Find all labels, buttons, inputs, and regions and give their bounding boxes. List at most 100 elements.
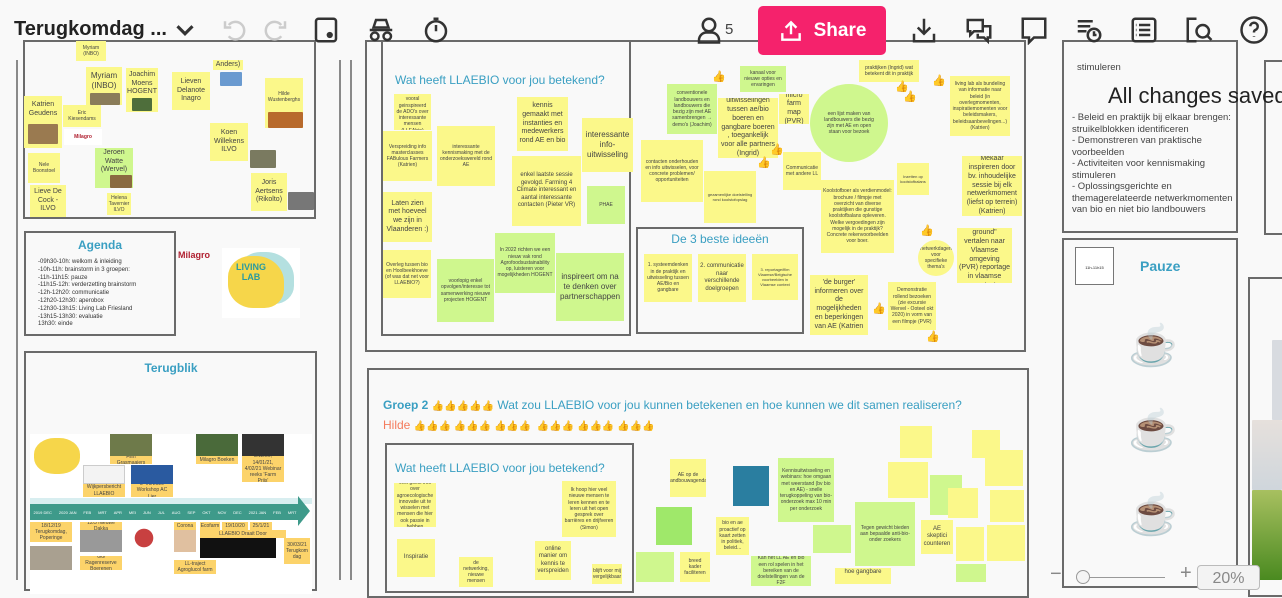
sticky-note[interactable]: praktijken (Ingrid) wat betekent dit in … <box>859 60 919 82</box>
sticky-note[interactable]: interessante kennismaking met de onderzo… <box>437 126 495 186</box>
sticky-note[interactable]: Eric Kiesendams <box>63 105 101 127</box>
sticky-note[interactable]: PHAE <box>587 186 625 224</box>
sticky-note[interactable] <box>956 527 984 561</box>
sticky-note[interactable]: Demonstratie rollend bezoeken (zie excur… <box>888 282 936 330</box>
undo-icon[interactable] <box>218 12 252 48</box>
sticky-note[interactable]: bio en ae proactief op kaart zetten in p… <box>716 517 749 555</box>
sticky-note[interactable]: kennis gemaakt met instanties en medewer… <box>517 97 568 151</box>
sticky-note[interactable]: 2. communicatie naar verschillende doelg… <box>698 254 746 302</box>
zoom-in-button[interactable]: + <box>1180 562 1192 584</box>
sticky-note[interactable]: Ik hoop hier veel nieuwe mensen te leren… <box>562 481 616 537</box>
comment-icon[interactable] <box>1017 12 1051 48</box>
sticky-note[interactable]: Communicatie met andere LL <box>783 152 821 190</box>
chevron-down-icon[interactable] <box>168 12 202 48</box>
sticky-note[interactable]: Mekaar inspireren door bv. inhoudelijke … <box>962 156 1022 216</box>
photo <box>242 434 284 456</box>
thumbs-up-icon: 👍 <box>770 144 784 156</box>
sticky-note-circle[interactable]: een lijst maken van landbouwers die bezi… <box>810 84 888 162</box>
sticky-note[interactable] <box>813 525 851 553</box>
sticky-note[interactable]: AE op de landbouwagenda <box>670 459 706 497</box>
sticky-note[interactable]: Inzetten op koolstofbalans <box>897 163 929 195</box>
sticky-note[interactable]: AE skeptici counteren <box>921 520 953 554</box>
sticky-note[interactable]: interessante info-uitwisseling <box>582 118 633 172</box>
best-ideas-frame[interactable]: De 3 beste ideeën 1. systeemdenken in de… <box>636 227 804 334</box>
terugblik-frame[interactable]: Terugblik Film Grasmaaiers Milagro Boeke… <box>24 351 317 594</box>
photo <box>131 465 173 484</box>
sticky-note[interactable]: living lab als bundeling van informatie … <box>950 76 1010 136</box>
sticky-note[interactable]: contacten onderhouden en info uitwissele… <box>641 140 703 202</box>
sticky-note[interactable] <box>636 552 674 582</box>
sticky-note[interactable]: uitwisselingen tussen ae/bio boeren en g… <box>718 98 778 158</box>
sticky-note[interactable]: Myriam (INBO) <box>76 41 106 61</box>
sticky-note[interactable]: Anders) <box>213 60 243 70</box>
zoom-slider-handle[interactable] <box>1076 570 1090 584</box>
sticky-note[interactable]: kanaal voor nieuwe opties en ervaringen <box>740 66 786 92</box>
users-icon[interactable] <box>692 12 726 48</box>
sticky-note[interactable]: micro farm map (PVR) <box>779 94 809 124</box>
card-icon[interactable] <box>309 12 343 48</box>
sticky-note[interactable]: online manier om kennis te verspreiden <box>535 541 571 580</box>
sticky-note[interactable]: Inspiratie <box>397 539 435 577</box>
list-icon[interactable] <box>1127 12 1161 48</box>
sticky-note[interactable]: Koolstofboer als verdienmodel: brochure … <box>821 180 894 253</box>
sticky-note[interactable] <box>987 525 1025 561</box>
zoom-level[interactable]: 20% <box>1197 565 1260 590</box>
search-icon[interactable] <box>1182 12 1216 48</box>
sticky-note-circle[interactable]: netwerkdagen voor specifieke thema's <box>918 240 954 276</box>
thumbs-up-icon: 👍👍👍👍👍 <box>431 401 494 412</box>
pauze-frame[interactable]: 11h-11h15 Pauze <box>1062 238 1238 588</box>
sticky-note[interactable]: conventionele landbouwers en landbouwers… <box>667 84 717 134</box>
goals-frame[interactable]: stimuleren - Beleid en praktijk bij elka… <box>1062 40 1238 233</box>
sticky-note[interactable] <box>990 490 1024 522</box>
sticky-note[interactable]: "Kiss the ground" vertalen naar Vlaamse … <box>957 228 1012 283</box>
zoom-slider[interactable] <box>1077 577 1165 578</box>
agenda-frame[interactable]: Agenda -09h30-10h: welkom & inleiding-10… <box>24 231 176 336</box>
sticky-note[interactable]: Koen Willekens ILVO <box>210 123 248 161</box>
sticky-note[interactable]: Tegen gewicht bieden aan bepaalde anti-b… <box>855 502 915 566</box>
thumbs-up-icon: 👍 <box>903 91 917 103</box>
sticky-note[interactable]: Helena Tavernier ILVO <box>107 193 131 215</box>
sticky-note[interactable]: blijft voor mij vergelijkbaar <box>592 564 622 584</box>
redo-icon[interactable] <box>258 12 292 48</box>
sticky-note[interactable]: Tot nu toe vooral geinspireerd de ADO's … <box>394 94 431 130</box>
sticky-note[interactable]: voorlopig enkel opvolgen/interesse tot s… <box>437 259 494 322</box>
timer-widget[interactable]: 11h-11h15 <box>1075 247 1114 285</box>
sticky-note[interactable] <box>733 466 769 506</box>
sticky-note[interactable]: veel goeie info over agroecologische inn… <box>394 483 436 527</box>
sticky-note[interactable] <box>948 488 978 518</box>
sticky-note[interactable]: Lieven Delanote Inagro <box>172 72 210 110</box>
activity-icon[interactable] <box>1072 12 1106 48</box>
zoom-out-button[interactable]: − <box>1050 563 1062 585</box>
sticky-note[interactable]: breed kader faciliteren <box>680 552 710 582</box>
timer-icon[interactable] <box>419 12 453 48</box>
chat-icon[interactable] <box>962 12 996 48</box>
sticky-note[interactable]: 3. reportage/film Vlaamse/Belgische voor… <box>752 254 798 300</box>
sticky-note[interactable]: Kan het LL AE en bio een rol spelen in h… <box>751 556 811 586</box>
sticky-note[interactable] <box>985 450 1023 486</box>
sticky-note[interactable]: Lieve De Cock - ILVO <box>30 185 66 217</box>
sticky-note[interactable]: Overleg tussen bio en Hoolbeekhoeve (of … <box>383 250 431 298</box>
download-icon[interactable] <box>907 12 941 48</box>
sticky-note[interactable]: hoe gangbare <box>835 568 891 584</box>
sticky-note[interactable]: inspireert om na te denken over partners… <box>556 253 624 321</box>
sticky-note[interactable] <box>888 462 928 498</box>
sticky-note[interactable]: gezamenlijke doelstelling rond koolstofo… <box>704 171 756 223</box>
sticky-note[interactable]: de netwerking, nieuwe mensen <box>459 557 493 587</box>
sticky-note[interactable]: Nele Boonstoel <box>28 153 60 183</box>
sticky-note[interactable]: 1. systeemdenken in de praktijk en uitwi… <box>644 254 692 302</box>
sticky-note[interactable]: Verspreiding info masterclasses FABulous… <box>383 131 432 181</box>
share-button[interactable]: Share <box>758 6 886 55</box>
sticky-note[interactable] <box>956 564 986 582</box>
sticky-note[interactable] <box>900 426 932 458</box>
board-title[interactable]: Terugkomdag ... <box>14 18 167 40</box>
sticky-note[interactable] <box>656 507 692 545</box>
sticky-note[interactable]: Laten zien met hoeveel we zijn in Vlaand… <box>383 192 432 242</box>
sticky-note[interactable]: Joris Aertsens (Rikolto) <box>251 173 287 211</box>
sticky-note[interactable]: 'de burger' informeren over de mogelijkh… <box>810 275 868 335</box>
sticky-note[interactable]: enkel laatste sessie gevolgd. Farming 4 … <box>512 156 581 226</box>
help-icon[interactable] <box>1237 12 1271 48</box>
incognito-icon[interactable] <box>364 12 398 48</box>
sticky-note[interactable]: Kennisuitwisseling en webinars: hoe omga… <box>778 458 834 522</box>
sticky-note[interactable]: In 2022 richten we een nieuw vak rond Ag… <box>495 233 555 293</box>
